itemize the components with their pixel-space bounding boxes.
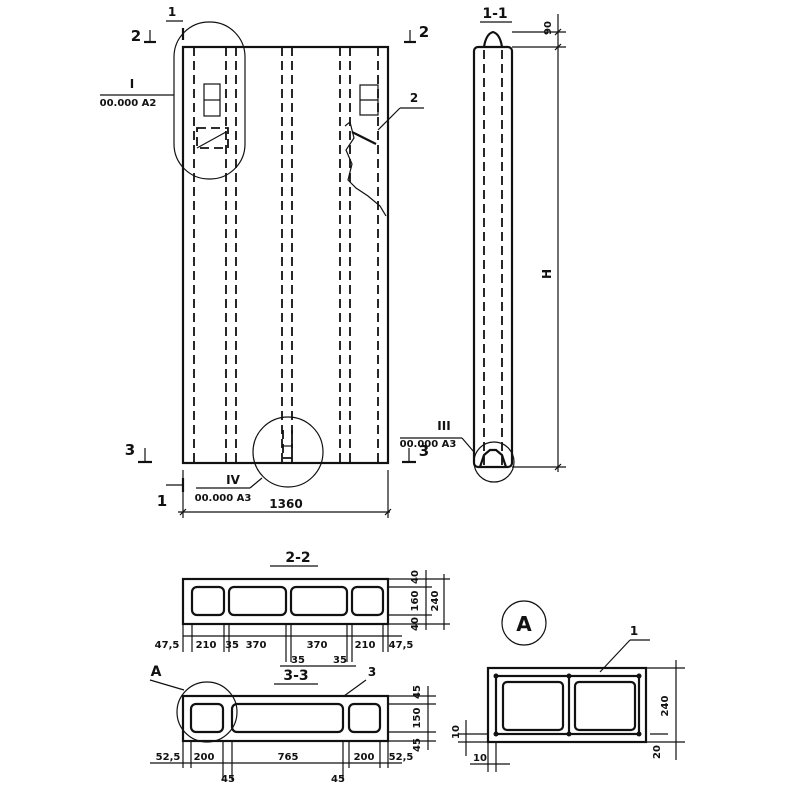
dim-3-3-right-0: 45	[412, 685, 423, 699]
section-2-2-title: 2-2	[285, 550, 310, 566]
dim-3-3-3: 200	[354, 752, 375, 763]
section-3-3-outline	[181, 694, 390, 743]
detail-A-label: A	[516, 612, 532, 636]
detail-A-label-circle	[501, 600, 547, 646]
dim-2-2-3: 370	[246, 640, 267, 651]
panel-elevation: I 00.000 A2 IV 00.000 A3 2 1 1 2 2 3 3	[100, 5, 429, 518]
cut-2-left: 2	[131, 27, 141, 45]
callout-IV-ref: 00.000 A3	[195, 493, 252, 504]
dim-3-3-lower-0: 45	[221, 774, 235, 785]
top-dimension: 90	[543, 21, 554, 35]
item-1-label: 1	[630, 624, 638, 638]
section-1-1: 1-1 III 00.000 A3 90 H	[400, 6, 566, 483]
dim-3-3-2: 765	[278, 752, 299, 763]
section-3-3: 3-3 A 3 52,5 200 765 200 52,5 45 45 45 1…	[149, 664, 436, 785]
section-1-1-title: 1-1	[482, 6, 507, 22]
dim-3-3-4: 52,5	[389, 752, 414, 763]
detail-A: A 1 240 20 10 10	[451, 600, 685, 772]
dim-2-2-right-3: 240	[430, 591, 441, 612]
section-3-3-title: 3-3	[283, 668, 308, 684]
dim-2-2-4: 370	[307, 640, 328, 651]
width-dimension: 1360	[269, 497, 302, 511]
panel-outline	[181, 45, 390, 465]
dim-2-2-5: 210	[355, 640, 376, 651]
dim-3-3-1: 200	[194, 752, 215, 763]
section-2-2: 2-2 47,5 210 35 370 370 210 47,5 35 35	[155, 550, 450, 667]
dim-3-3-right-1: 150	[412, 708, 423, 729]
detail-A-dim-3: 10	[473, 753, 487, 764]
callout-III-numeral: III	[437, 419, 450, 433]
cut-2-right: 2	[419, 23, 429, 41]
label-A: A	[151, 664, 162, 680]
callout-III-ref: 00.000 A3	[400, 439, 457, 450]
dim-2-2-right-1: 160	[410, 591, 421, 612]
dim-2-2-1: 210	[196, 640, 217, 651]
dim-2-2-lower-1: 35	[333, 655, 347, 666]
dim-2-2-right-0: 40	[410, 570, 421, 584]
section-1-1-outline	[472, 45, 514, 469]
dim-2-2-6: 47,5	[389, 640, 414, 651]
detail-III-circle	[473, 441, 515, 483]
detail-A-outline	[486, 666, 648, 744]
detail-A-circle	[176, 681, 238, 743]
detail-A-dim-1: 10	[451, 725, 462, 739]
callout-I-numeral: I	[130, 77, 134, 91]
height-dimension: H	[540, 269, 554, 279]
dim-2-2-lower-0: 35	[291, 655, 305, 666]
callout-I-ref: 00.000 A2	[100, 98, 157, 109]
detail-I-circle	[173, 21, 246, 180]
dim-3-3-lower-1: 45	[331, 774, 345, 785]
cut-1-top: 1	[168, 5, 176, 19]
cut-3-left: 3	[125, 441, 135, 459]
item-3-label: 3	[368, 665, 376, 679]
item-2-label: 2	[410, 91, 418, 105]
dim-2-2-0: 47,5	[155, 640, 180, 651]
cut-3-right: 3	[419, 442, 429, 460]
dim-3-3-0: 52,5	[156, 752, 181, 763]
callout-IV-numeral: IV	[226, 473, 240, 487]
detail-IV-circle	[252, 416, 324, 488]
dim-2-2-2: 35	[225, 640, 239, 651]
cut-1-bottom: 1	[157, 492, 167, 510]
dim-2-2-right-2: 40	[410, 617, 421, 631]
detail-A-dim-0: 240	[660, 696, 671, 717]
dim-3-3-right-2: 45	[412, 738, 423, 752]
detail-A-dim-2: 20	[652, 745, 663, 759]
